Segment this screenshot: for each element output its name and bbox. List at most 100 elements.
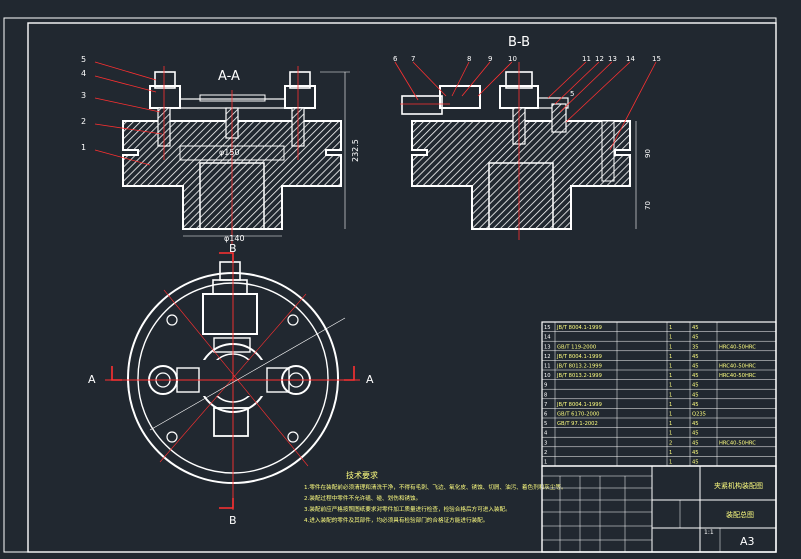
parts-cell-note: HRC40-50HRC — [719, 364, 756, 370]
parts-cell-code: GB/T 119-2000 — [557, 344, 596, 350]
parts-cell-no: 2 — [544, 450, 547, 456]
parts-cell-no: 8 — [544, 392, 547, 398]
balloon-bb-12: 12 — [595, 55, 604, 63]
balloon-aa-4: 2 — [81, 117, 86, 126]
dim-90: 90 — [644, 149, 652, 158]
parts-cell-code: JB/T 8004.1-1999 — [556, 325, 602, 331]
parts-cell-mat: 45 — [692, 460, 699, 466]
parts-cell-mat: 45 — [692, 364, 699, 370]
parts-cell-mat: 45 — [692, 392, 699, 398]
scale: 1:1 — [704, 529, 714, 536]
parts-cell-mat: 45 — [692, 383, 699, 389]
tech-req-3: 3.装配前应严格按照图纸要求对零件加工质量进行检查，检验合格后方可进入装配。 — [304, 505, 511, 513]
parts-cell-code: JB/T 8013.2-1999 — [556, 373, 602, 379]
cut-label-b-bottom: B — [229, 514, 237, 527]
parts-cell-no: 14 — [544, 335, 551, 341]
plan-view: A A B B — [88, 242, 374, 527]
parts-cell-qty: 1 — [669, 412, 672, 418]
parts-cell-qty: 1 — [669, 450, 672, 456]
dim-r5: 5 — [570, 90, 574, 98]
parts-cell-no: 5 — [544, 421, 547, 427]
parts-cell-mat: 45 — [692, 325, 699, 331]
parts-cell-qty: 1 — [669, 402, 672, 408]
parts-cell-no: 12 — [544, 354, 551, 360]
parts-cell-qty: 1 — [669, 335, 672, 341]
parts-cell-qty: 1 — [669, 364, 672, 370]
parts-cell-qty: 1 — [669, 354, 672, 360]
dim-height: 232.5 — [351, 139, 360, 162]
parts-cell-no: 7 — [544, 402, 547, 408]
parts-cell-mat: Q235 — [692, 412, 706, 418]
parts-cell-no: 13 — [544, 344, 551, 350]
section-aa: A-A φ150 φ140 232.5 — [81, 55, 360, 244]
balloon-aa-2: 4 — [81, 69, 86, 78]
parts-cell-mat: 45 — [692, 335, 699, 341]
parts-cell-mat: 45 — [692, 421, 699, 427]
section-aa-label: A-A — [218, 69, 240, 84]
inner-border — [27, 22, 777, 553]
parts-cell-no: 15 — [544, 325, 551, 331]
parts-cell-code: JB/T 8004.1-1999 — [556, 402, 602, 408]
cut-label-a-right: A — [366, 373, 374, 386]
balloon-aa-3: 3 — [81, 91, 86, 100]
parts-cell-mat: 45 — [692, 440, 699, 446]
balloon-bb-9: 9 — [488, 55, 492, 63]
parts-cell-qty: 1 — [669, 344, 672, 350]
tech-requirements: 技术要求 1.零件在装配前必须清理和清洗干净，不得有毛刺、飞边、氧化皮、锈蚀、切… — [304, 470, 567, 524]
tech-req-2: 2.装配过程中零件不允许磕、碰、划伤和锈蚀。 — [304, 494, 421, 502]
sheet-size: A3 — [740, 535, 755, 548]
cut-label-a-left: A — [88, 373, 96, 386]
parts-cell-code: GB/T 97.1-2002 — [557, 421, 598, 427]
parts-cell-qty: 1 — [669, 421, 672, 427]
parts-cell-no: 11 — [544, 364, 551, 370]
parts-cell-qty: 1 — [669, 383, 672, 389]
balloon-bb-10: 10 — [508, 55, 517, 63]
parts-cell-qty: 1 — [669, 325, 672, 331]
parts-cell-qty: 1 — [669, 460, 672, 466]
drawing-border — [3, 17, 777, 553]
section-bb-label: B-B — [508, 35, 530, 50]
tech-req-4: 4.进入装配的零件及其部件，均必须具有检验部门的合格证方能进行装配。 — [304, 516, 488, 524]
parts-cell-mat: 35 — [692, 344, 699, 350]
parts-cell-mat: 45 — [692, 450, 699, 456]
parts-cell-no: 4 — [544, 431, 548, 437]
parts-cell-code: JB/T 8004.1-1999 — [556, 354, 602, 360]
parts-cell-qty: 1 — [669, 431, 672, 437]
parts-cell-no: 6 — [544, 412, 547, 418]
balloon-bb-14: 14 — [626, 55, 635, 63]
balloon-aa-5: 1 — [81, 143, 86, 152]
balloon-bb-8: 8 — [467, 55, 471, 63]
parts-cell-note: HRC40-50HRC — [719, 440, 756, 446]
dim-bore: φ150 — [219, 148, 240, 157]
drawing-subtitle: 装配总图 — [726, 510, 754, 519]
parts-cell-qty: 1 — [669, 373, 672, 379]
parts-cell-code: GB/T 6170-2000 — [557, 412, 599, 418]
drawing-name: 夹紧机构装配图 — [714, 481, 763, 490]
balloon-bb-11: 11 — [582, 55, 591, 63]
parts-cell-mat: 45 — [692, 402, 699, 408]
title-block: 夹紧机构装配图 装配总图 A3 1:1 — [541, 465, 777, 553]
tech-req-1: 1.零件在装配前必须清理和清洗干净，不得有毛刺、飞边、氧化皮、锈蚀、切屑、油污、… — [304, 483, 567, 491]
parts-cell-mat: 45 — [692, 354, 699, 360]
parts-cell-mat: 45 — [692, 373, 699, 379]
parts-cell-no: 1 — [544, 460, 547, 466]
balloon-bb-6: 6 — [393, 55, 398, 63]
section-bb: B-B 90 70 5 6 7 — [393, 35, 661, 240]
parts-cell-qty: 2 — [669, 440, 672, 446]
parts-cell-no: 9 — [544, 383, 547, 389]
parts-cell-note: HRC40-50HRC — [719, 373, 756, 379]
tech-req-title: 技术要求 — [346, 470, 378, 480]
dim-base: φ140 — [224, 234, 245, 243]
cut-label-b-top: B — [229, 242, 237, 255]
parts-cell-no: 3 — [544, 440, 547, 446]
balloon-bb-13: 13 — [608, 55, 617, 63]
balloon-bb-7: 7 — [411, 55, 415, 63]
parts-cell-code: JB/T 8013.2-1999 — [556, 364, 602, 370]
dim-70: 70 — [644, 201, 652, 210]
parts-cell-qty: 1 — [669, 392, 672, 398]
balloon-aa-1: 5 — [81, 55, 86, 64]
parts-cell-no: 10 — [544, 373, 551, 379]
parts-cell-note: HRC40-50HRC — [719, 344, 756, 350]
balloon-bb-15: 15 — [652, 55, 661, 63]
